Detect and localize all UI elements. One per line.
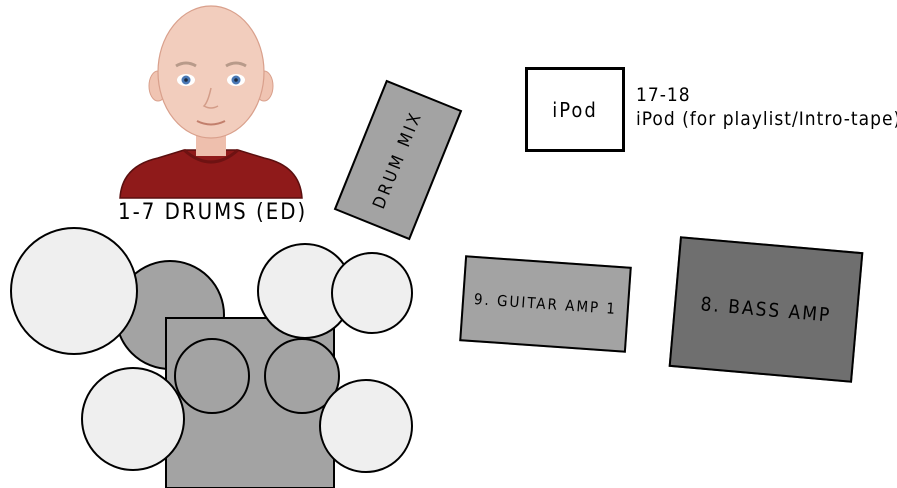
ipod-box: iPod [525, 67, 625, 152]
tom-middle-left [174, 338, 250, 414]
ride-cymbal-bottom [319, 379, 413, 473]
splash-cymbal-top [331, 252, 413, 334]
drum-mix-label: DRUM MIX [369, 108, 427, 212]
ipod-channels: 17-18 [636, 84, 691, 106]
guitar-amp: 9. GUITAR AMP 1 [459, 255, 632, 353]
bass-amp-label: 8. BASS AMP [699, 292, 833, 327]
crash-cymbal-left [10, 227, 138, 355]
drummer-avatar [119, 5, 303, 199]
drummer-label: 1-7 DRUMS (ED) [118, 200, 308, 225]
drum-kit [10, 227, 413, 488]
guitar-amp-label: 9. GUITAR AMP 1 [473, 290, 618, 318]
tom-middle-right [264, 338, 340, 414]
ipod-box-label: iPod [552, 97, 598, 122]
hihat-cymbal-bottom [81, 367, 185, 471]
ipod-description: iPod (for playlist/Intro-tape) [636, 108, 897, 130]
bass-amp: 8. BASS AMP [668, 236, 864, 383]
drum-mix-monitor: DRUM MIX [333, 79, 463, 241]
